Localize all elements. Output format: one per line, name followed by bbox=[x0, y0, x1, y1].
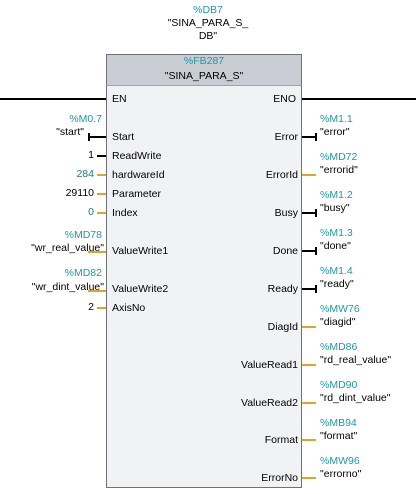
pin-diagid[interactable]: DiagId bbox=[267, 321, 298, 333]
pin-errorno[interactable]: ErrorNo bbox=[261, 472, 298, 484]
function-block-header bbox=[106, 54, 302, 86]
input-value-valuewrite1[interactable]: "wr_real_value" bbox=[31, 242, 104, 254]
input-wire-valuewrite1 bbox=[88, 251, 106, 253]
pin-error[interactable]: Error bbox=[274, 131, 298, 143]
output-address-error: %M1.1 bbox=[320, 113, 353, 125]
output-wire-errorid bbox=[302, 174, 316, 176]
output-value-done[interactable]: "done" bbox=[320, 240, 351, 252]
output-value-format[interactable]: "format" bbox=[320, 430, 358, 442]
pin-index[interactable]: Index bbox=[112, 207, 138, 219]
output-value-errorid[interactable]: "errorid" bbox=[320, 164, 358, 176]
en-wire bbox=[0, 98, 106, 100]
output-value-valueread2[interactable]: "rd_dint_value" bbox=[320, 392, 391, 404]
db-name-line2: DB" bbox=[198, 30, 218, 42]
pin-valueread1[interactable]: ValueRead1 bbox=[240, 359, 298, 371]
input-value-axisno[interactable]: 2 bbox=[88, 301, 94, 313]
input-wire-axisno bbox=[97, 307, 106, 309]
pin-format[interactable]: Format bbox=[264, 434, 298, 446]
pin-valuewrite2[interactable]: ValueWrite2 bbox=[112, 283, 169, 295]
pin-done[interactable]: Done bbox=[272, 245, 298, 257]
output-address-errorid: %MD72 bbox=[320, 151, 358, 163]
input-value-readwrite[interactable]: 1 bbox=[88, 149, 94, 161]
pin-parameter[interactable]: Parameter bbox=[112, 188, 162, 200]
output-wire-errorno bbox=[302, 477, 316, 479]
input-address-valuewrite2: %MD82 bbox=[64, 267, 102, 279]
output-wire-diagid bbox=[302, 326, 316, 328]
output-value-busy[interactable]: "busy" bbox=[320, 202, 350, 214]
output-wire-busy bbox=[302, 212, 316, 214]
input-wire-hardwareid bbox=[97, 174, 106, 176]
output-address-diagid: %MW76 bbox=[320, 303, 360, 315]
fb-address: %FB287 bbox=[183, 55, 225, 67]
output-address-busy: %M1.2 bbox=[320, 189, 353, 201]
pin-busy[interactable]: Busy bbox=[274, 207, 298, 219]
coil-tick bbox=[315, 133, 317, 141]
output-wire-valueread2 bbox=[302, 402, 316, 404]
input-value-valuewrite2[interactable]: "wr_dint_value" bbox=[31, 281, 104, 293]
pin-valueread2[interactable]: ValueRead2 bbox=[240, 397, 298, 409]
input-wire-index bbox=[97, 212, 106, 214]
output-address-done: %M1.3 bbox=[320, 227, 353, 239]
input-value-hardwareid[interactable]: 284 bbox=[76, 168, 94, 180]
pin-ready[interactable]: Ready bbox=[267, 283, 298, 295]
output-wire-error bbox=[302, 136, 316, 138]
eno-pin[interactable]: ENO bbox=[273, 93, 296, 105]
output-value-errorno[interactable]: "errorno" bbox=[320, 468, 362, 480]
fb-name: "SINA_PARA_S" bbox=[164, 70, 244, 82]
output-address-valueread1: %MD86 bbox=[320, 341, 358, 353]
coil-tick bbox=[315, 285, 317, 293]
input-wire-start bbox=[88, 136, 106, 138]
eno-wire bbox=[302, 98, 416, 100]
input-address-start: %M0.7 bbox=[69, 113, 102, 125]
input-value-index[interactable]: 0 bbox=[88, 206, 94, 218]
input-value-parameter[interactable]: 29110 bbox=[65, 187, 94, 199]
output-address-format: %MB94 bbox=[320, 417, 357, 429]
output-wire-valueread1 bbox=[302, 364, 316, 366]
input-wire-readwrite bbox=[97, 155, 106, 157]
db-name-line1: "SINA_PARA_S_ bbox=[167, 17, 249, 29]
output-value-ready[interactable]: "ready" bbox=[320, 278, 354, 290]
coil-tick bbox=[315, 247, 317, 255]
db-address: %DB7 bbox=[193, 4, 223, 16]
output-address-valueread2: %MD90 bbox=[320, 379, 358, 391]
output-value-valueread1[interactable]: "rd_real_value" bbox=[320, 354, 392, 366]
pin-axisno[interactable]: AxisNo bbox=[112, 302, 146, 314]
input-address-valuewrite1: %MD78 bbox=[64, 229, 102, 241]
pin-start[interactable]: Start bbox=[112, 131, 135, 143]
output-address-ready: %M1.4 bbox=[320, 265, 353, 277]
pin-valuewrite1[interactable]: ValueWrite1 bbox=[112, 245, 169, 257]
output-wire-done bbox=[302, 250, 316, 252]
pin-errorid[interactable]: ErrorId bbox=[265, 169, 298, 181]
coil-tick bbox=[315, 209, 317, 217]
output-value-error[interactable]: "error" bbox=[320, 126, 350, 138]
pin-hardwareid[interactable]: hardwareId bbox=[112, 169, 165, 181]
function-block[interactable] bbox=[106, 54, 302, 488]
pin-readwrite[interactable]: ReadWrite bbox=[112, 150, 162, 162]
input-wire-valuewrite2 bbox=[88, 290, 106, 292]
output-wire-ready bbox=[302, 288, 316, 290]
input-wire-parameter bbox=[97, 193, 106, 195]
output-wire-format bbox=[302, 439, 316, 441]
en-pin[interactable]: EN bbox=[112, 93, 127, 105]
output-value-diagid[interactable]: "diagid" bbox=[320, 316, 356, 328]
input-value-start[interactable]: "start" bbox=[56, 126, 84, 138]
output-address-errorno: %MW96 bbox=[320, 455, 360, 467]
